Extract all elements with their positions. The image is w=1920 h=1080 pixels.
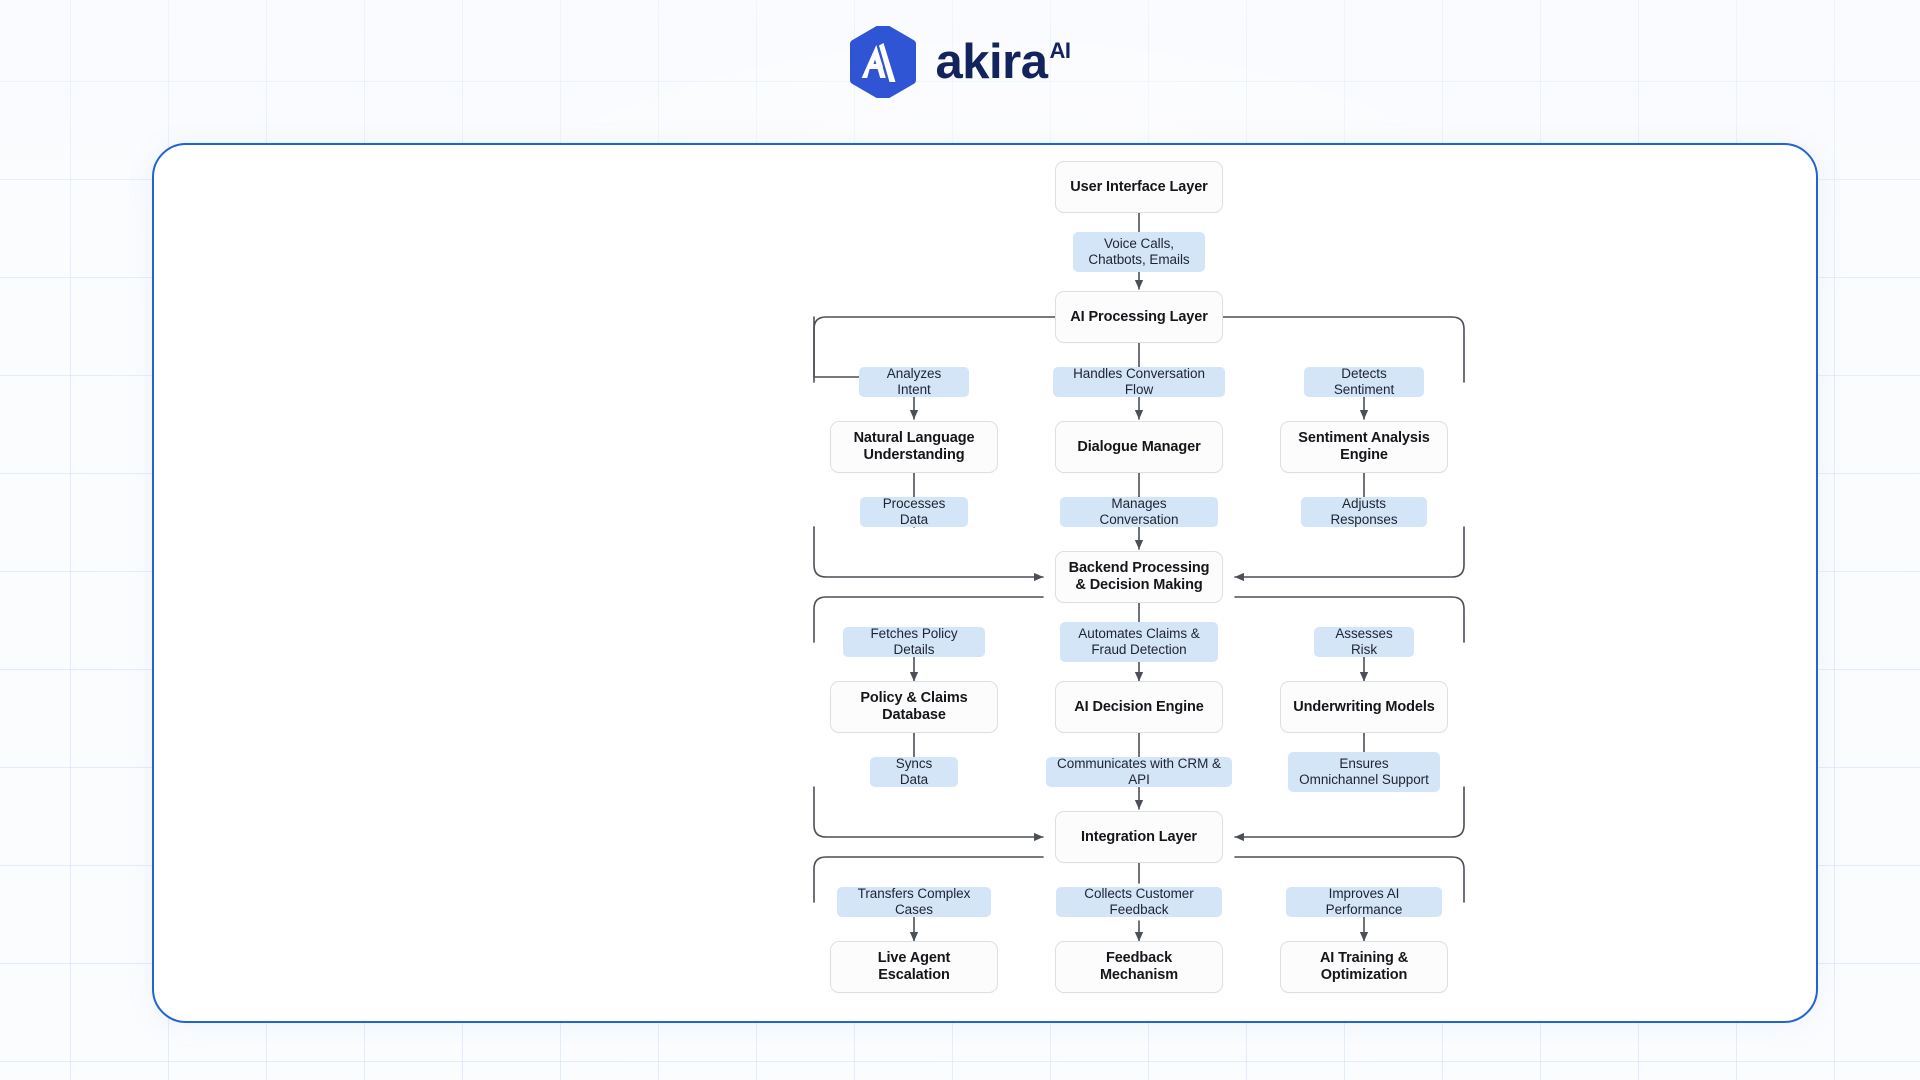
wordmark-text: akira <box>935 35 1048 89</box>
akira-wordmark: akira AI <box>936 37 1071 87</box>
edge-label-collects-customer-feedback: Collects Customer Feedback <box>1056 886 1222 917</box>
node-label: Backend Processing & Decision Making <box>1068 560 1210 593</box>
edge-label-analyzes-intent: Analyzes Intent <box>859 366 969 397</box>
edge-label-text: Ensures Omnichannel Support <box>1299 756 1429 787</box>
edge-label-detects-sentiment: Detects Sentiment <box>1304 366 1424 397</box>
node-ai-training-optimization[interactable]: AI Training & Optimization <box>1280 941 1448 993</box>
edge-label-text: Collects Customer Feedback <box>1084 886 1194 917</box>
edge-label-transfers-complex-cases: Transfers Complex Cases <box>837 886 991 917</box>
node-natural-language-understanding[interactable]: Natural Language Understanding <box>830 421 998 473</box>
edge-label-syncs-data: Syncs Data <box>870 756 958 787</box>
edge-label-text: Voice Calls, Chatbots, Emails <box>1088 236 1190 267</box>
edge-label-adjusts-responses: Adjusts Responses <box>1301 496 1427 527</box>
edge-label-text: Analyzes Intent <box>886 366 942 397</box>
node-dialogue-manager[interactable]: Dialogue Manager <box>1055 421 1223 473</box>
edge-label-ensures-omnichannel-support: Ensures Omnichannel Support <box>1288 752 1440 792</box>
brand-header: akira AI <box>0 26 1920 98</box>
edge-label-text: Adjusts Responses <box>1330 496 1398 527</box>
edge-label-text: Processes Data <box>882 496 946 527</box>
node-label: Underwriting Models <box>1293 698 1435 715</box>
edge-label-text: Handles Conversation Flow <box>1073 366 1205 397</box>
diagram-card: User Interface Layer AI Processing Layer… <box>152 143 1818 1023</box>
edge-label-communicates-with-crm-api: Communicates with CRM & API <box>1046 756 1232 787</box>
flowchart-edges <box>813 212 1465 942</box>
node-label: Live Agent Escalation <box>877 950 951 983</box>
node-label: Policy & Claims Database <box>860 690 968 723</box>
node-backend-processing-decision-making[interactable]: Backend Processing & Decision Making <box>1055 551 1223 603</box>
edge-label-text: Detects Sentiment <box>1333 366 1395 397</box>
edge-label-text: Syncs Data <box>895 756 933 787</box>
node-label: Sentiment Analysis Engine <box>1298 430 1430 463</box>
edge-label-text: Automates Claims & Fraud Detection <box>1078 626 1200 657</box>
edge-label-text: Fetches Policy Details <box>870 626 958 657</box>
edge-label-text: Manages Conversation <box>1099 496 1179 527</box>
node-policy-claims-database[interactable]: Policy & Claims Database <box>830 681 998 733</box>
node-sentiment-analysis-engine[interactable]: Sentiment Analysis Engine <box>1280 421 1448 473</box>
node-feedback-mechanism[interactable]: Feedback Mechanism <box>1055 941 1223 993</box>
node-ai-decision-engine[interactable]: AI Decision Engine <box>1055 681 1223 733</box>
wordmark-superscript: AI <box>1049 38 1071 63</box>
edge-label-text: Improves AI Performance <box>1325 886 1403 917</box>
node-label: Natural Language Understanding <box>853 430 975 463</box>
node-user-interface-layer[interactable]: User Interface Layer <box>1055 161 1223 213</box>
node-label: Dialogue Manager <box>1077 438 1201 455</box>
edge-label-fetches-policy-details: Fetches Policy Details <box>843 626 985 657</box>
edge-label-improves-ai-performance: Improves AI Performance <box>1286 886 1442 917</box>
node-label: Feedback Mechanism <box>1099 950 1179 983</box>
node-underwriting-models[interactable]: Underwriting Models <box>1280 681 1448 733</box>
edge-label-handles-conversation-flow: Handles Conversation Flow <box>1053 366 1225 397</box>
flowchart-canvas: User Interface Layer AI Processing Layer… <box>154 145 1816 1021</box>
edge-label-text: Communicates with CRM & API <box>1057 756 1221 787</box>
akira-hexagon-logo-icon <box>849 26 916 98</box>
edge-label-processes-data: Processes Data <box>860 496 968 527</box>
node-ai-processing-layer[interactable]: AI Processing Layer <box>1055 291 1223 343</box>
node-label: Integration Layer <box>1081 828 1197 845</box>
edge-label-manages-conversation: Manages Conversation <box>1060 496 1218 527</box>
node-label: AI Training & Optimization <box>1319 950 1409 983</box>
edge-label-automates-claims-fraud-detection: Automates Claims & Fraud Detection <box>1060 622 1218 662</box>
node-integration-layer[interactable]: Integration Layer <box>1055 811 1223 863</box>
edge-label-voice-calls-chatbots-emails: Voice Calls, Chatbots, Emails <box>1073 232 1205 272</box>
edge-label-text: Assesses Risk <box>1335 626 1393 657</box>
node-label: User Interface Layer <box>1070 178 1208 195</box>
node-label: AI Processing Layer <box>1070 308 1208 325</box>
edge-label-text: Transfers Complex Cases <box>857 886 971 917</box>
edge-label-assesses-risk: Assesses Risk <box>1314 626 1414 657</box>
node-live-agent-escalation[interactable]: Live Agent Escalation <box>830 941 998 993</box>
node-label: AI Decision Engine <box>1074 698 1204 715</box>
